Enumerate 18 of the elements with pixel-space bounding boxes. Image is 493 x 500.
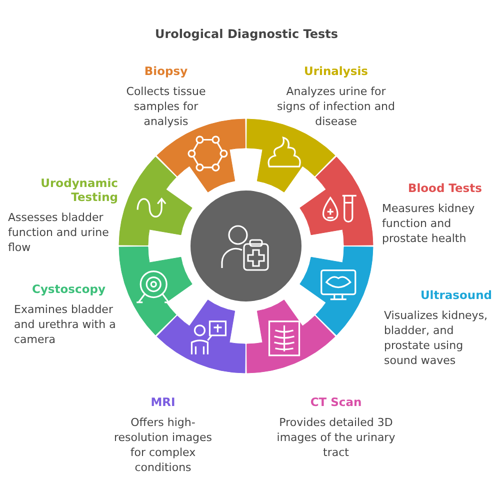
test-heading: Urodynamic Testing xyxy=(40,176,118,204)
center-circle xyxy=(188,188,304,304)
test-heading: Urinalysis xyxy=(303,64,369,78)
test-description: Visualizes kidneys, bladder, and prostate using sound waves xyxy=(384,308,489,368)
test-heading: Ultrasound xyxy=(419,288,492,302)
test-heading: CT Scan xyxy=(309,395,363,409)
test-heading: Cystoscopy xyxy=(31,282,106,296)
test-description: Examines bladder and urethra with a camera xyxy=(14,302,117,347)
test-description: Analyzes urine for signs of infection and disease xyxy=(276,84,396,129)
test-heading: Biopsy xyxy=(143,64,189,78)
test-description: Provides detailed 3D images of the urinary tract xyxy=(276,415,396,460)
test-description: Offers high-resolution images for complex conditions xyxy=(112,415,214,475)
test-description: Measures kidney function and prostate health xyxy=(382,201,476,246)
test-description: Collects tissue samples for analysis xyxy=(125,84,207,129)
test-heading: MRI xyxy=(150,395,176,409)
test-description: Assesses bladder function and urine flow xyxy=(8,210,110,255)
diagram-title: Urological Diagnostic Tests xyxy=(154,27,340,41)
test-heading: Blood Tests xyxy=(406,181,482,195)
